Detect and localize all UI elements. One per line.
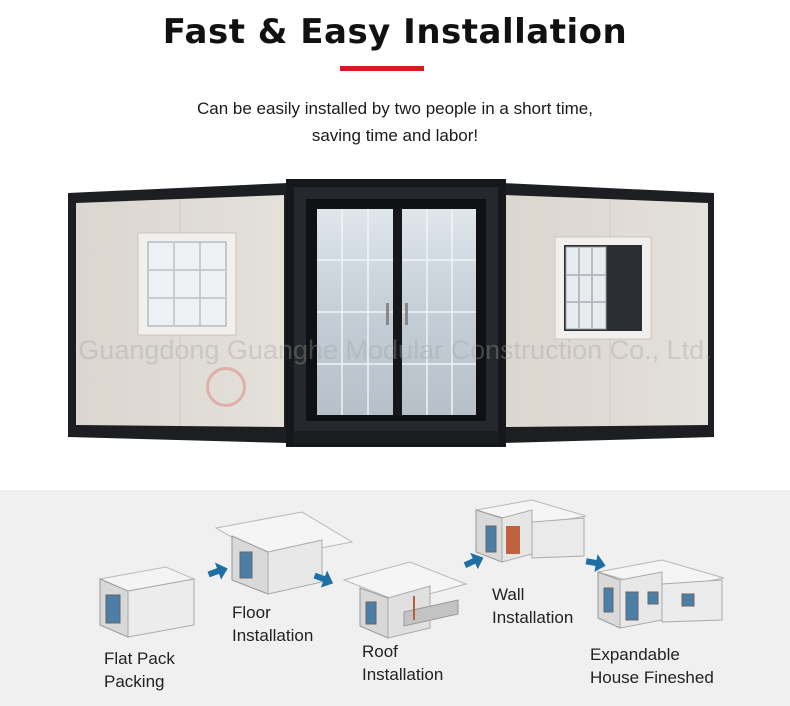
title-underline [340,66,424,71]
watermark-text: Guangdong Guanghe Modular Construction C… [78,335,712,365]
subtitle-line-2: saving time and labor! [311,126,479,145]
hero-house-image [68,179,714,447]
step-label-finished: Expandable House Fineshed [590,643,714,689]
wall-installation-icon [475,499,587,563]
watermark-logo [206,367,246,407]
flat-pack-icon [98,566,196,638]
step-1-line-2: Packing [104,672,165,691]
step-5-line-2: House Fineshed [590,668,714,687]
step-2-line-2: Installation [232,626,314,645]
step-label-floor: Floor Installation [232,601,313,647]
step-label-roof: Roof Installation [362,640,443,686]
step-5-line-1: Expandable [590,645,680,664]
step-3-line-2: Installation [362,665,444,684]
step-4-line-2: Installation [492,608,574,627]
step-label-flat-pack: Flat Pack Packing [104,647,175,693]
finished-house-icon [597,559,725,629]
subtitle: Can be easily installed by two people in… [0,95,790,149]
roof-installation-icon [342,561,468,639]
step-1-line-1: Flat Pack [104,649,175,668]
subtitle-line-1: Can be easily installed by two people in… [197,99,593,118]
arrow-2-icon [313,570,334,588]
arrow-1-icon [207,562,228,580]
page-title: Fast & Easy Installation [162,12,628,52]
arrow-3-icon [463,552,484,570]
floor-installation-icon [214,511,354,595]
step-2-line-1: Floor [232,603,271,622]
step-3-line-1: Roof [362,642,398,661]
arrow-4-icon [585,554,606,572]
step-4-line-1: Wall [492,585,525,604]
step-label-wall: Wall Installation [492,583,573,629]
